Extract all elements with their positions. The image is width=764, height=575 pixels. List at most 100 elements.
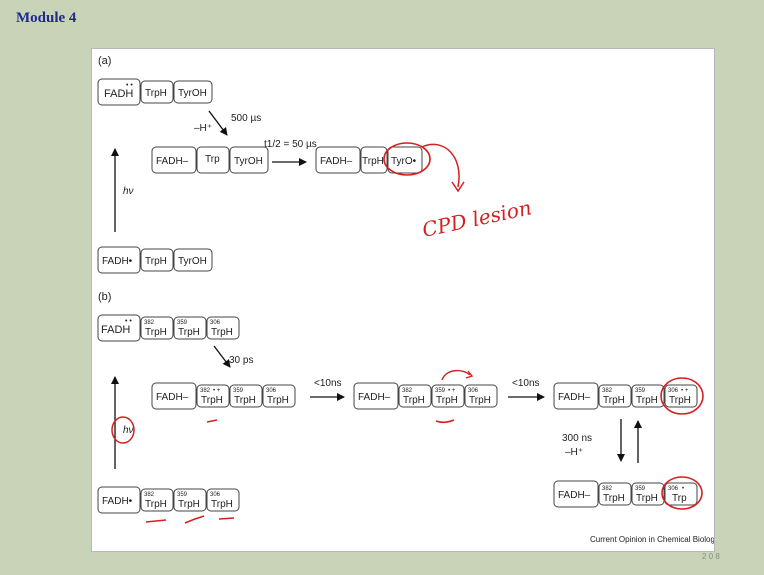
residue-306: 306	[468, 388, 479, 394]
trph-359-box	[631, 482, 665, 506]
trph-359-box	[229, 384, 263, 408]
underline-ground-382	[145, 519, 167, 523]
fadh-box	[151, 382, 197, 410]
residue-359: 359	[435, 388, 446, 394]
residue-306: 306	[668, 486, 679, 492]
residue-306: 306	[210, 320, 221, 326]
trph-382-box	[598, 482, 632, 506]
radical-cation-mark: • +	[681, 388, 689, 394]
radical-cation-mark: • +	[213, 388, 221, 394]
time-300ns: 300 ns	[562, 433, 592, 444]
residue-359: 359	[233, 388, 244, 394]
panel-b-excited-complex: FADH • • 382 TrpH 359 TrpH 306 TrpH	[97, 314, 240, 342]
tyroh-label: TyrOH	[178, 256, 207, 267]
trph-label: TrpH	[145, 88, 167, 99]
radical-mark: • •	[126, 82, 133, 89]
trph-382-box	[398, 384, 432, 408]
figure-panel: (a) FADH • • TrpH TyrOH 500 µs –H⁺ FADH–…	[91, 48, 715, 552]
time-10ns-1: <10ns	[314, 378, 342, 389]
figure-source: Current Opinion in Chemical Biology	[590, 535, 714, 544]
step-arrow-500us	[208, 110, 228, 136]
panel-a-intermediate-complex: FADH– Trp TyrOH	[151, 146, 269, 174]
underline-382	[206, 419, 218, 423]
trph-label: TrpH	[436, 395, 458, 406]
residue-359: 359	[635, 486, 646, 492]
radical-mark: • •	[125, 318, 132, 325]
tyroh-box	[173, 248, 213, 272]
trp306-circle-bottom	[661, 476, 703, 510]
trph-382-box	[196, 384, 230, 408]
tyroh-label: TyrOH	[178, 88, 207, 99]
cpd-lesion-note: CPD lesion	[420, 195, 534, 242]
trph-box	[140, 80, 174, 104]
transfer-arrow-mark	[441, 369, 471, 381]
trph-label: TrpH	[211, 327, 233, 338]
trph-box	[360, 146, 388, 174]
radical-mark: •	[682, 486, 684, 492]
fadh-box	[97, 246, 141, 274]
fadh-label: FADH	[101, 324, 130, 336]
residue-382: 382	[200, 388, 211, 394]
fadh-box	[353, 382, 399, 410]
time-30ps: 30 ps	[229, 355, 253, 366]
fadh-label: FADH–	[558, 392, 591, 403]
trph-382-box	[140, 488, 174, 512]
fadh-label: FADH•	[102, 256, 133, 267]
trph-label: TrpH	[234, 395, 256, 406]
transfer-arrowhead	[465, 370, 474, 379]
trp-label: Trp	[672, 493, 687, 504]
residue-382: 382	[402, 388, 413, 394]
trph-359-box	[631, 384, 665, 408]
residue-306: 306	[266, 388, 277, 394]
tyroh-box	[173, 80, 213, 104]
residue-359: 359	[177, 320, 188, 326]
residue-382: 382	[144, 492, 155, 498]
trph-306-box	[206, 316, 240, 340]
fadh-label: FADH–	[558, 490, 591, 501]
fadh-label: FADH–	[156, 392, 189, 403]
trph-label: TrpH	[636, 395, 658, 406]
trph-306-box	[464, 384, 498, 408]
panel-b-complex-4: FADH– 382 TrpH 359 TrpH 306 • Trp	[553, 480, 698, 508]
trph-label: TrpH	[178, 499, 200, 510]
page-number: 2 0 8	[702, 552, 720, 561]
fadh-box	[151, 146, 197, 174]
trph-382-box	[140, 316, 174, 340]
reaction-diagram: (a) FADH • • TrpH TyrOH 500 µs –H⁺ FADH–…	[97, 55, 714, 544]
time-10ns-2: <10ns	[512, 378, 540, 389]
panel-b-label: (b)	[98, 291, 111, 303]
trph-label: TrpH	[145, 327, 167, 338]
annotation-arrow	[421, 143, 460, 188]
annotation-arrowhead	[451, 181, 465, 193]
trph-382-box	[598, 384, 632, 408]
trph-label: TrpH	[362, 156, 384, 167]
residue-382: 382	[144, 320, 155, 326]
tyro-circle	[383, 142, 431, 176]
trp-label: Trp	[205, 154, 220, 165]
time-500us: 500 µs	[231, 113, 261, 124]
panel-a: (a) FADH • • TrpH TyrOH 500 µs –H⁺ FADH–…	[97, 55, 534, 274]
panel-a-ground-complex: FADH• TrpH TyrOH	[97, 246, 213, 274]
residue-359: 359	[177, 492, 188, 498]
trph-label: TrpH	[669, 395, 691, 406]
trph-359-box	[431, 384, 465, 408]
proton-loss: –H⁺	[194, 123, 212, 134]
fadh-box	[553, 382, 599, 410]
panel-b-complex-3: FADH– 382 TrpH 359 TrpH 306 • + TrpH	[553, 382, 698, 410]
hv-label-b: hν	[123, 425, 134, 436]
trp-box	[196, 146, 230, 174]
half-life: t1/2 = 50 µs	[264, 139, 317, 150]
trph-label: TrpH	[603, 493, 625, 504]
residue-359: 359	[635, 388, 646, 394]
proton-loss-b: –H⁺	[565, 447, 583, 458]
residue-306: 306	[668, 388, 679, 394]
tyroh-label: TyrOH	[234, 156, 263, 167]
fadh-label: FADH–	[156, 156, 189, 167]
hv-circle	[111, 416, 135, 444]
trp-306-box	[664, 482, 698, 506]
fadh-box	[97, 78, 141, 106]
panel-b-complex-1: FADH– 382 • + TrpH 359 TrpH 306 TrpH	[151, 382, 296, 410]
tyro-label: TyrO•	[391, 156, 417, 167]
trph-306-box	[262, 384, 296, 408]
handwritten-annotation-b	[111, 369, 704, 524]
